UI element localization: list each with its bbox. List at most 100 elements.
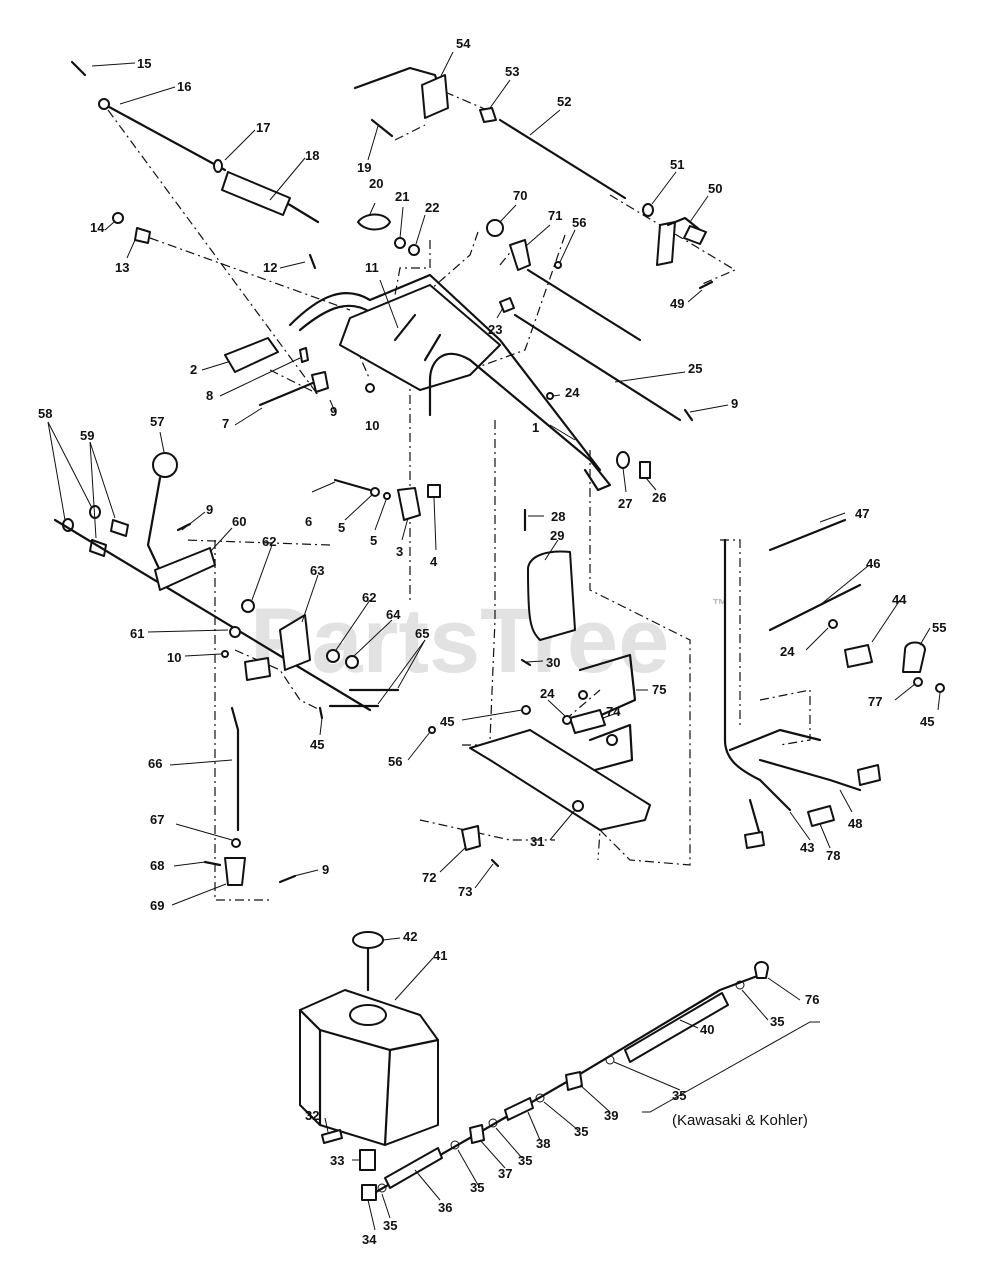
label-77: 77 — [868, 694, 882, 709]
label-4: 4 — [430, 554, 438, 569]
label-5a: 5 — [338, 520, 345, 535]
clip-10b — [221, 650, 229, 658]
plate-60 — [154, 547, 216, 591]
label-19: 19 — [357, 160, 371, 175]
label-1: 1 — [532, 420, 539, 435]
label-40: 40 — [700, 1022, 714, 1037]
label-14: 14 — [90, 220, 105, 235]
washer-5b — [383, 492, 391, 500]
label-24b: 24 — [780, 644, 795, 659]
label-45b: 45 — [310, 737, 324, 752]
watermark: PartsTree — [250, 590, 669, 692]
caption-kawasaki-kohler: (Kawasaki & Kohler) — [672, 1112, 808, 1129]
label-35d: 35 — [518, 1153, 532, 1168]
label-45c: 45 — [440, 714, 454, 729]
nut-22 — [408, 244, 420, 256]
bracket-29 — [527, 550, 576, 641]
filter-36 — [384, 1147, 443, 1189]
callout-labels: 15 16 17 18 14 13 12 2 8 7 9 10 11 20 21… — [38, 36, 946, 1247]
pin-11 — [393, 313, 417, 342]
label-76: 76 — [805, 992, 819, 1007]
washer-77 — [913, 677, 923, 687]
label-35f: 35 — [383, 1218, 397, 1233]
nut-56b — [428, 726, 436, 734]
filter-37 — [469, 1124, 485, 1144]
label-16: 16 — [177, 79, 191, 94]
lever-7 — [258, 378, 322, 407]
spring-59a — [110, 519, 129, 537]
label-27: 27 — [618, 496, 632, 511]
connector-78 — [807, 805, 835, 827]
grommet-33 — [359, 1149, 376, 1171]
harness-43 — [723, 538, 792, 812]
pin-9b — [683, 408, 694, 422]
label-71: 71 — [548, 208, 562, 223]
label-41: 41 — [433, 948, 447, 963]
clamp-35d — [488, 1118, 498, 1128]
switch-72 — [461, 825, 481, 851]
label-55: 55 — [932, 620, 946, 635]
label-39: 39 — [604, 1108, 618, 1123]
label-35e: 35 — [470, 1180, 484, 1195]
label-61: 61 — [130, 626, 144, 641]
label-66: 66 — [148, 756, 162, 771]
label-68: 68 — [150, 858, 164, 873]
pin-15 — [70, 60, 87, 77]
nut-24b — [828, 619, 838, 629]
label-53: 53 — [505, 64, 519, 79]
clamp-35a — [735, 980, 745, 990]
label-67: 67 — [150, 812, 164, 827]
label-7: 7 — [222, 416, 229, 431]
label-23: 23 — [488, 322, 502, 337]
label-20: 20 — [369, 176, 383, 191]
label-57: 57 — [150, 414, 164, 429]
pin-8 — [299, 347, 309, 363]
wire-47 — [768, 518, 847, 552]
clevis-69 — [224, 857, 246, 886]
label-11: 11 — [365, 260, 379, 275]
wire-46 — [768, 583, 862, 632]
bracket-75 — [578, 653, 637, 722]
label-9c: 9 — [206, 502, 213, 517]
label-36: 36 — [438, 1200, 452, 1215]
label-6: 6 — [305, 514, 312, 529]
label-37: 37 — [498, 1166, 512, 1181]
clamp-35f — [377, 1183, 387, 1193]
bolt-6 — [333, 478, 372, 492]
parts — [53, 60, 945, 1201]
label-56b: 56 — [388, 754, 402, 769]
fitting-34 — [361, 1184, 377, 1201]
lever-50 — [656, 221, 676, 266]
label-70: 70 — [513, 188, 527, 203]
washer-62b — [326, 649, 340, 663]
filter-38 — [504, 1097, 534, 1121]
label-51: 51 — [670, 157, 684, 172]
label-63: 63 — [310, 563, 324, 578]
bracket-55 — [902, 641, 926, 673]
washer-17 — [213, 159, 223, 173]
label-43: 43 — [800, 840, 814, 855]
knob-20 — [357, 213, 391, 231]
connector-lines — [107, 91, 811, 901]
label-21: 21 — [395, 189, 409, 204]
label-65: 65 — [415, 626, 429, 641]
nut-24a — [546, 392, 554, 400]
label-73: 73 — [458, 884, 472, 899]
label-48: 48 — [848, 816, 862, 831]
fitting-39 — [565, 1071, 583, 1091]
clamp-76 — [754, 961, 769, 979]
screw-73 — [490, 858, 500, 868]
block-4 — [427, 484, 441, 498]
label-15: 15 — [137, 56, 151, 71]
label-75: 75 — [652, 682, 666, 697]
handle-panel — [339, 284, 501, 391]
label-60: 60 — [232, 514, 246, 529]
label-30: 30 — [546, 655, 560, 670]
switch-74 — [569, 709, 606, 734]
bolt-26 — [639, 461, 651, 479]
label-64: 64 — [386, 607, 401, 622]
leader-lines — [47, 51, 941, 1231]
label-24c: 24 — [540, 686, 555, 701]
label-38: 38 — [536, 1136, 550, 1151]
